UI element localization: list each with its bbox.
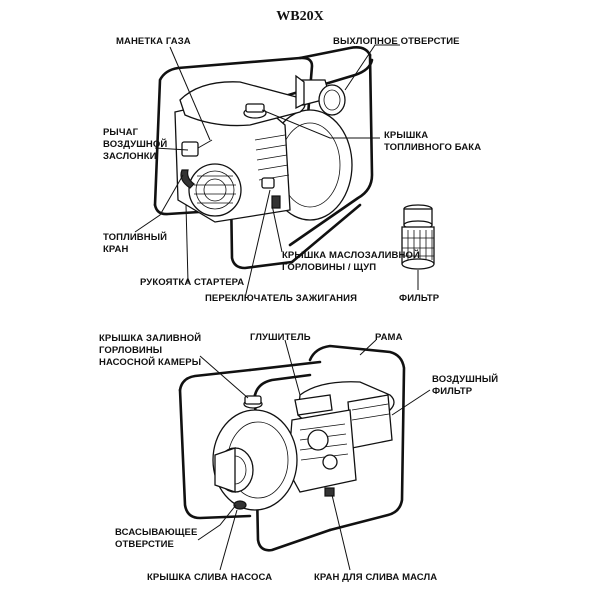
- label-frame: РАМА: [375, 332, 403, 343]
- label-muffler: ГЛУШИТЕЛЬ: [250, 332, 311, 343]
- label-pump-drain: КРЫШКА СЛИВА НАСОСА: [147, 572, 272, 583]
- label-ignition: ПЕРЕКЛЮЧАТЕЛЬ ЗАЖИГАНИЯ: [205, 293, 357, 304]
- label-fuel-cap-line1: КРЫШКА: [384, 130, 428, 141]
- label-priming-cap-line1: КРЫШКА ЗАЛИВНОЙ: [99, 332, 201, 344]
- bottom-pump-illustration: [178, 344, 406, 552]
- top-leader-lines: [134, 44, 419, 299]
- label-fuel-valve-line1: ТОПЛИВНЫЙ: [103, 231, 167, 243]
- label-oil-drain: КРАН ДЛЯ СЛИВА МАСЛА: [314, 572, 437, 583]
- label-suction-line2: ОТВЕРСТИЕ: [115, 539, 174, 550]
- label-fuel-valve-line2: КРАН: [103, 244, 128, 255]
- label-oil-cap-line1: КРЫШКА МАСЛОЗАЛИВНОЙ: [282, 249, 420, 261]
- label-oil-cap-line2: ГОРЛОВИНЫ / ЩУП: [282, 262, 376, 273]
- label-filter: ФИЛЬТР: [399, 293, 440, 304]
- label-air-filter-line2: ФИЛЬТР: [432, 386, 473, 397]
- label-choke-line3: ЗАСЛОНКИ: [103, 151, 157, 162]
- label-priming-cap-line3: НАСОСНОЙ КАМЕРЫ: [99, 356, 201, 368]
- strainer-filter-illustration: [401, 204, 435, 270]
- bottom-leader-lines: [197, 339, 431, 571]
- label-suction-line1: ВСАСЫВАЮЩЕЕ: [115, 527, 197, 538]
- top-pump-illustration: [153, 46, 374, 270]
- label-choke-line1: РЫЧАГ: [103, 127, 139, 138]
- label-exhaust-opening: ВЫХЛОПНОЕ ОТВЕРСТИЕ: [333, 36, 460, 47]
- label-starter: РУКОЯТКА СТАРТЕРА: [140, 277, 244, 288]
- diagram-title: WB20X: [276, 9, 323, 24]
- label-priming-cap-line2: ГОРЛОВИНЫ: [99, 345, 162, 356]
- label-throttle: МАНЕТКА ГАЗА: [116, 36, 191, 47]
- label-fuel-cap-line2: ТОПЛИВНОГО БАКА: [384, 142, 481, 153]
- label-choke-line2: ВОЗДУШНОЙ: [103, 138, 167, 150]
- label-air-filter-line1: ВОЗДУШНЫЙ: [432, 373, 498, 385]
